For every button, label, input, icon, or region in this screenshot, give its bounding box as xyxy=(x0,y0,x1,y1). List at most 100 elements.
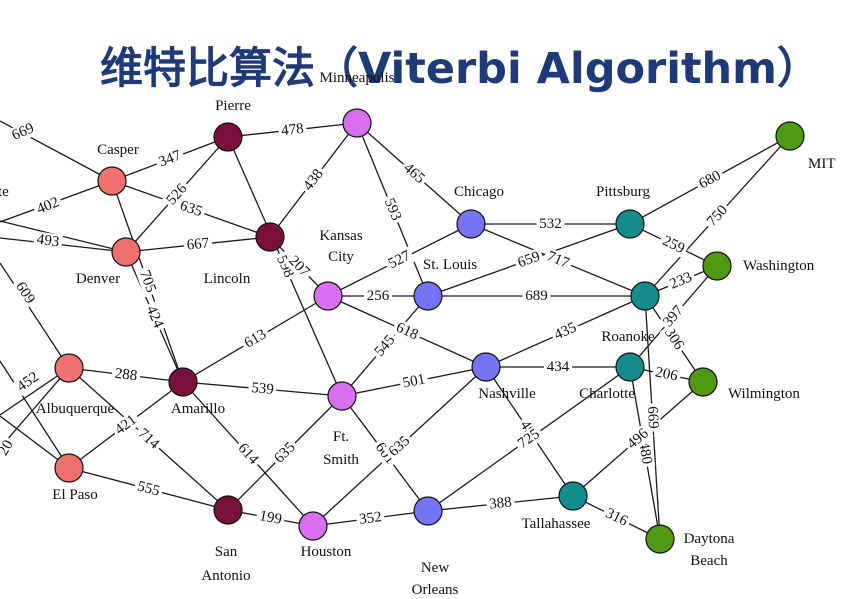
node-tallahassee xyxy=(558,481,588,511)
node-label-mit-0: MIT xyxy=(808,156,836,172)
node-casper xyxy=(97,166,127,196)
node-label-houston-0: Houston xyxy=(301,544,352,560)
node-label-minneapolis-0: Minneapolis xyxy=(320,70,395,86)
edge-weight-elpaso-sanantonio-bg xyxy=(132,477,165,501)
edge-weight-elpaso-amarillo-bg xyxy=(110,410,142,440)
node-label-stlouis-0: St. Louis xyxy=(423,257,477,273)
edge-weight-albuquerque-amarillo-bg xyxy=(111,365,141,385)
node-daytona xyxy=(645,524,675,554)
node-nashville xyxy=(471,352,501,382)
node-washington xyxy=(702,251,732,281)
node-label-chicago-0: Chicago xyxy=(454,184,504,200)
edge-weight-roanoke-mit-bg xyxy=(702,200,733,232)
edge-weight-nashville-charlotte-bg xyxy=(544,359,572,375)
node-label-sanantonio-0: San xyxy=(215,544,238,560)
node-label-sanantonio-1: Antonio xyxy=(201,568,250,584)
edge-weight-sanantonio-houston-bg xyxy=(255,507,286,529)
edge-weight-pittsburg-mit-bg xyxy=(693,166,727,194)
node-label-albuquerque-0: Albuquerque xyxy=(36,401,115,417)
node-roanoke xyxy=(630,281,660,311)
edge-weight-kansascity-chicago-bg xyxy=(383,246,416,274)
edge-weight-casper-pierre: 347 xyxy=(157,147,184,170)
edge-weight-roanoke-daytona-bg xyxy=(643,403,662,432)
edge-weight-nashville-roanoke-bg xyxy=(549,318,582,345)
node-label-tallahassee-0: Tallahassee xyxy=(522,516,591,532)
node-label-washington-0: Washington xyxy=(743,258,815,274)
edge-weight-pierre-minneapolis-bg xyxy=(277,120,308,140)
node-kansascity xyxy=(313,281,343,311)
edge-weight-charlotte-washington-bg xyxy=(658,300,689,333)
edge-weight-pierre-minneapolis: 478 xyxy=(280,121,304,139)
edge-weight-chicago-pittsburg: 532 xyxy=(539,216,562,232)
edge-weight-elpaso-sanantonio: 555 xyxy=(136,478,162,499)
edge-weight-amarillo-ftsmith-bg xyxy=(247,379,278,399)
edge-weight-amarillo-houston-bg xyxy=(232,438,264,470)
edge-weight-roanoke-daytona: 669 xyxy=(644,406,661,429)
node-denver xyxy=(111,237,141,267)
edge-weight-neworleans-charlotte-bg xyxy=(512,424,546,454)
node-mit xyxy=(775,121,805,151)
node-label-neworleans-0: New xyxy=(421,560,449,576)
edge-weight-stlouis-roanoke: 689 xyxy=(525,288,548,304)
edge-weight-nashville-charlotte: 434 xyxy=(547,359,570,375)
node-chicago xyxy=(456,209,486,239)
edge-weight-tallahassee-daytona-bg xyxy=(600,504,633,531)
node-label-ftsmith-1: Smith xyxy=(323,452,359,468)
edge-weight-albuquerque-amarillo: 288 xyxy=(114,366,138,385)
edge-weight-denver-lincoln: 667 xyxy=(186,235,211,253)
node-neworleans xyxy=(413,496,443,526)
edge-weight-roanoke-washington: 233 xyxy=(668,269,695,292)
node-sanantonio xyxy=(213,495,243,525)
node-label-kansascity-1: City xyxy=(328,249,354,265)
partial-edge-weight-1-bg xyxy=(32,193,64,219)
edge-weight-kansascity-nashville-bg xyxy=(390,318,424,345)
edge-weight-denver-lincoln-bg xyxy=(183,235,213,254)
partial-edge-weight-4-bg xyxy=(11,367,45,397)
node-label-charlotte-0: Charlotte xyxy=(579,386,635,402)
partial-edge-2 xyxy=(0,220,127,253)
node-label-lincoln-0: Lincoln xyxy=(204,271,251,287)
edge-weight-stlouis-pittsburg: 659 xyxy=(516,249,543,272)
partial-edge-weight-5-bg xyxy=(0,435,18,461)
partial-edge-weight-0-bg xyxy=(6,119,40,145)
node-lincoln xyxy=(255,222,285,252)
edge-weight-casper-amarillo-bg xyxy=(135,265,160,298)
edge-weight-sanantonio-ftsmith-bg xyxy=(269,437,301,469)
node-stlouis xyxy=(413,281,443,311)
nodes-layer xyxy=(54,108,805,554)
edge-weight-chicago-pittsburg-bg xyxy=(536,216,565,232)
node-label-denver-0: Denver xyxy=(76,271,120,287)
edge-weight-houston-neworleans-bg xyxy=(355,508,386,529)
edge-weight-ftsmith-nashville: 501 xyxy=(401,371,426,391)
edge-weight-charlotte-wilmington-bg xyxy=(651,363,682,386)
partial-edge-3 xyxy=(0,237,127,253)
node-pittsburg xyxy=(615,209,645,239)
edge-weight-lincoln-kansascity-bg xyxy=(283,250,315,283)
edge-weight-amarillo-kansascity-bg xyxy=(239,324,272,354)
edge-weight-minneapolis-stlouis-bg xyxy=(379,193,406,226)
edge-weight-stlouis-pittsburg-bg xyxy=(513,247,545,273)
edge-weight-casper-lincoln: 635 xyxy=(178,198,205,221)
page-title: 维特比算法（Viterbi Algorithm） xyxy=(100,44,820,94)
edge-weight-pierre-ftsmith-bg xyxy=(272,250,298,283)
edge-weight-casper-amarillo: 705 xyxy=(136,268,159,295)
node-label-amarillo-0: Amarillo xyxy=(171,401,225,417)
node-label-pittsburg-0: Pittsburg xyxy=(596,184,650,200)
edge-weight-stlouis-roanoke-bg xyxy=(522,288,551,304)
partial-edge-weight-2-bg xyxy=(33,231,63,251)
edge-weight-pittsburg-washington-bg xyxy=(657,231,690,259)
partial-edge-4 xyxy=(0,262,70,369)
edge-weight-kansascity-stlouis-bg xyxy=(364,288,392,304)
edge-weight-neworleans-tallahassee: 388 xyxy=(488,494,512,512)
edge-weight-minneapolis-chicago-bg xyxy=(398,158,430,189)
edge-weight-minneapolis-stlouis: 593 xyxy=(381,196,404,223)
node-wilmington xyxy=(688,367,718,397)
edge-weight-casper-lincoln-bg xyxy=(175,196,207,222)
node-label-ftsmith-0: Ft. xyxy=(333,429,349,445)
node-label-neworleans-1: Orleans xyxy=(412,582,459,598)
node-albuquerque xyxy=(54,353,84,383)
edge-weight-neworleans-tallahassee-bg xyxy=(485,494,516,513)
node-label-daytona-0: Daytona xyxy=(684,531,735,547)
